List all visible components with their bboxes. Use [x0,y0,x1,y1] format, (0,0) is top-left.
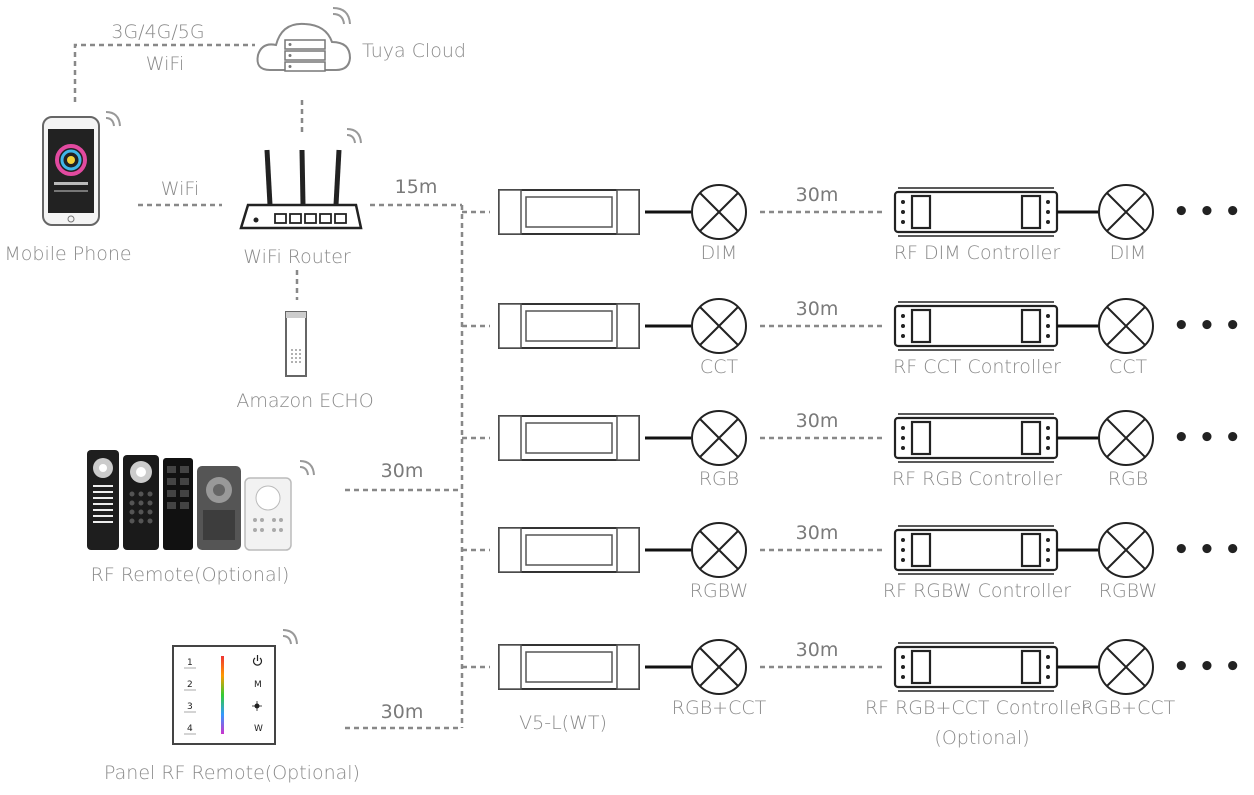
controller-row: RGB+CCT 30m RF RGB+CCT Controller (Optional… [462,639,1241,749]
bulb-icon [691,410,747,466]
bulb-label: RGB+CCT [672,697,767,719]
bulb-icon [1098,522,1154,578]
end-bulb-label: RGBW [1099,580,1157,602]
panel-wifi-icon [282,629,298,645]
continuation-dots: • • • [1173,197,1241,227]
router-wifi-icon [346,128,362,144]
rf-remotes-icon [87,450,292,551]
distance-label: 30m [796,184,839,206]
cellular-label: 3G/4G/5G [111,21,204,43]
tuya-cloud-icon [256,22,352,72]
phone-wifi-icon [105,111,121,127]
rf-controller-icon [893,187,1059,237]
bulb-icon [691,522,747,578]
controller-label: RF CCT Controller [893,356,1061,378]
bulb-icon [1098,298,1154,354]
rf-controller-icon [893,301,1059,351]
amazon-echo-label: Amazon ECHO [236,390,373,412]
amazon-echo-icon [285,311,307,377]
bulb-icon [691,184,747,240]
mobile-phone-icon [42,116,100,226]
brightness-icon [252,701,262,711]
panel-key-w: W [254,724,263,734]
rf-controller-icon [893,413,1059,463]
router-distance-label: 15m [395,176,438,198]
bulb-label: RGB [699,468,739,490]
controller-label: RF RGB Controller [892,468,1062,490]
controller-row: CCT 30m RF CCT Controller CCT • • • [462,298,1241,378]
panel-distance-label: 30m [381,701,424,723]
rf-controller-icon [893,642,1059,692]
controller-label: RF DIM Controller [894,242,1060,264]
panel-rf-remote-icon: 1 2 3 4 M W [172,645,276,745]
rf-controller-icon [893,525,1059,575]
bulb-label: DIM [701,242,738,264]
bulb-icon [691,639,747,695]
v5-device-label: V5-L(WT) [519,712,607,734]
v5-device-icon [498,303,640,349]
wifi-router-icon [239,149,363,230]
rf-remote-distance-label: 30m [381,460,424,482]
distance-label: 30m [796,410,839,432]
bulb-label: CCT [700,356,739,378]
controller-row: DIM 30m RF DIM Controller DIM • • • [462,184,1241,264]
end-bulb-label: CCT [1109,356,1148,378]
panel-rf-remote-label: Panel RF Remote(Optional) [104,762,360,784]
wifi-top-label: WiFi [146,53,184,75]
v5-device-icon [498,189,640,235]
bulb-icon [1098,184,1154,240]
v5-device-icon [498,644,640,690]
v5-device-icon [498,415,640,461]
tuya-cloud-label: Tuya Cloud [362,40,466,62]
panel-key-4: 4 [187,724,193,734]
power-icon [252,655,263,666]
wifi-router-label: WiFi Router [243,246,351,268]
distance-label: 30m [796,522,839,544]
panel-key-m: M [254,680,262,690]
distance-label: 30m [796,639,839,661]
controller-row: RGB 30m RF RGB Controller RGB • • • [462,410,1241,490]
controller-label: RF RGB+CCT Controller [865,697,1089,719]
distance-label: 30m [796,298,839,320]
panel-key-2: 2 [187,680,193,690]
rf-remote-wifi-icon [299,460,315,476]
controller-rows: DIM 30m RF DIM Controller DIM • • • CCT 30m RF … [462,184,1241,749]
controller-note-label: (Optional) [934,727,1029,749]
end-bulb-label: RGB [1108,468,1148,490]
continuation-dots: • • • [1173,311,1241,341]
end-bulb-label: RGB+CCT [1081,697,1176,719]
continuation-dots: • • • [1173,652,1241,682]
bulb-icon [1098,639,1154,695]
bulb-icon [1098,410,1154,466]
v5-device-icon [498,527,640,573]
cellular-link-line [73,43,255,102]
mobile-phone-label: Mobile Phone [4,243,131,265]
rf-remote-label: RF Remote(Optional) [91,564,290,586]
bulb-icon [691,298,747,354]
panel-key-3: 3 [187,702,193,712]
controller-label: RF RGBW Controller [883,580,1071,602]
continuation-dots: • • • [1173,423,1241,453]
controller-row: RGBW 30m RF RGBW Controller RGBW • • • [462,522,1241,602]
end-bulb-label: DIM [1110,242,1147,264]
continuation-dots: • • • [1173,535,1241,565]
bulb-label: RGBW [690,580,748,602]
panel-key-1: 1 [187,658,193,668]
cloud-wifi-icon [332,7,351,25]
phone-wifi-label: WiFi [161,178,199,200]
